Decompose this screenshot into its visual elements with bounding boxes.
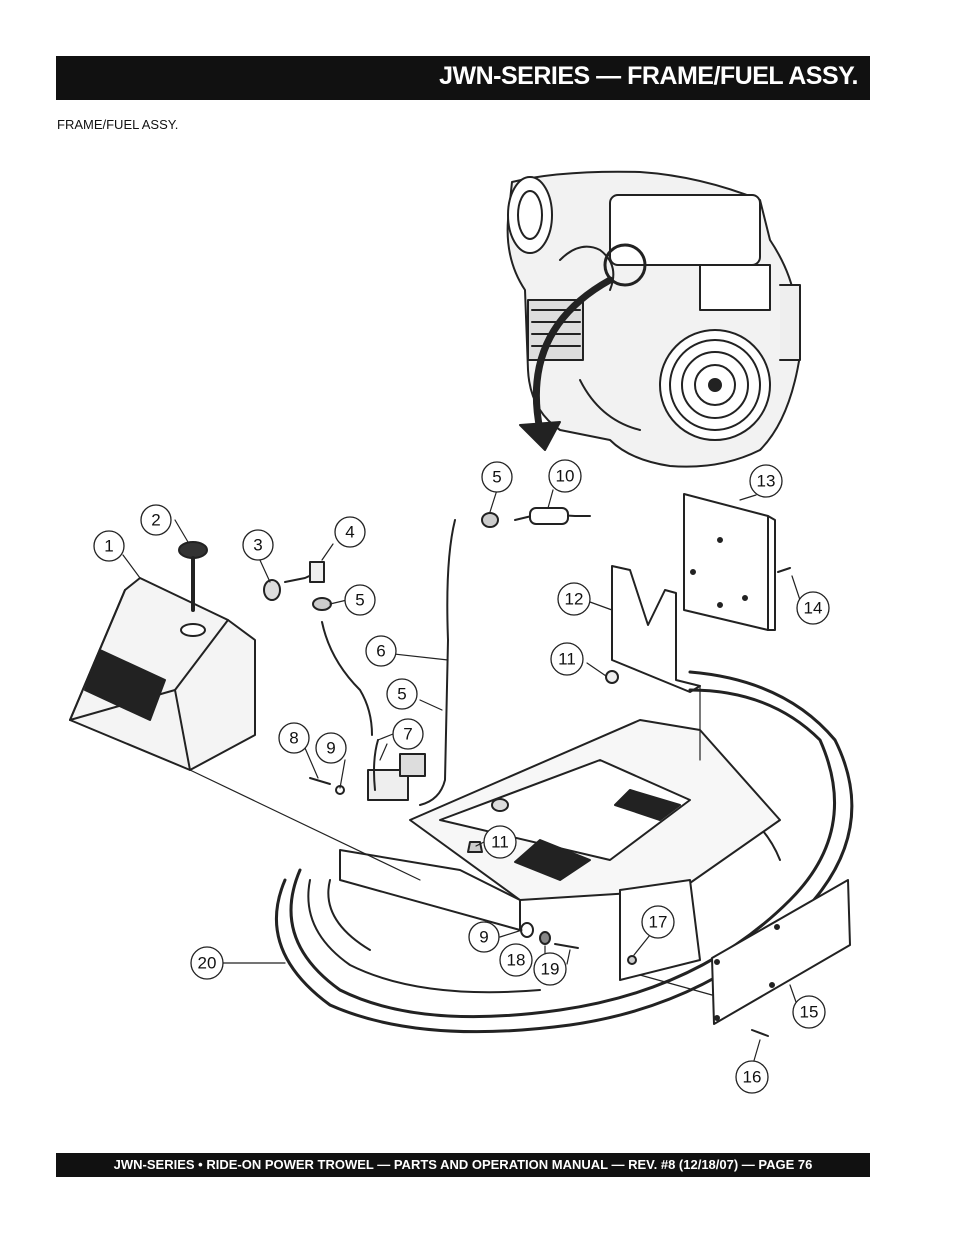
callout-9-circle-a (315, 732, 347, 764)
callout-9-circle-b (468, 921, 500, 953)
callout-4-circle (334, 516, 366, 548)
page-title: JWN-SERIES — FRAME/FUEL ASSY. (439, 62, 858, 90)
callout-3: 3 (253, 536, 262, 555)
callout-6: 6 (376, 642, 385, 661)
arrow-indicator (532, 276, 614, 434)
callout-20: 20 (198, 954, 217, 973)
callout-14-circle (796, 591, 830, 625)
callout-16: 16 (743, 1068, 762, 1087)
callout-13: 13 (757, 472, 776, 491)
callout-15-circle (792, 995, 826, 1029)
callout-12: 12 (565, 590, 584, 609)
callout-2: 2 (151, 511, 160, 530)
callout-11a: 11 (558, 650, 576, 669)
callout-5c: 5 (397, 685, 406, 704)
callout-3-circle (242, 529, 274, 561)
callout-14: 14 (804, 599, 823, 618)
engine-illustration (506, 170, 801, 468)
fuel-cap-illustration (178, 541, 208, 612)
callout-12-circle (557, 582, 591, 616)
callout-5-circle-a (481, 461, 513, 493)
callout-5-circle-c (386, 678, 418, 710)
callout-10: 10 (556, 467, 575, 486)
bracket-illustration (611, 565, 701, 693)
callout-5-circle-b (344, 584, 376, 616)
callout-19: 19 (541, 960, 560, 979)
callout-18: 18 (507, 951, 526, 970)
callout-5b: 5 (355, 591, 364, 610)
figure-caption: FRAME/FUEL ASSY. (57, 117, 179, 132)
callout-11b: 11 (491, 833, 509, 852)
callout-1-circle (93, 530, 125, 562)
cover-plate-illustration (711, 879, 851, 1025)
page-header-bar: JWN-SERIES — FRAME/FUEL ASSY. (56, 56, 870, 100)
callout-7-circle (392, 718, 424, 750)
callout-9a: 9 (326, 739, 335, 758)
callout-2-circle (140, 504, 172, 536)
page-footer: JWN-SERIES • RIDE-ON POWER TROWEL — PART… (113, 1157, 813, 1172)
callout-15: 15 (800, 1003, 819, 1022)
plate-illustration (683, 493, 769, 631)
callout-10-circle (548, 459, 582, 493)
callout-5a: 5 (492, 468, 501, 487)
callout-1: 1 (104, 537, 113, 556)
callout-11-circle-a (550, 642, 584, 676)
callout-18-circle (499, 943, 533, 977)
callout-9b: 9 (479, 928, 488, 947)
page-footer-bar: JWN-SERIES • RIDE-ON POWER TROWEL — PART… (56, 1153, 870, 1177)
callout-8: 8 (289, 729, 298, 748)
callout-17-circle (641, 905, 675, 939)
callout-19-circle (533, 952, 567, 986)
callout-6-circle (365, 635, 397, 667)
callout-20-circle (190, 946, 224, 980)
callout-16-circle (735, 1060, 769, 1094)
callout-8-circle (278, 722, 310, 754)
callout-4: 4 (345, 523, 354, 542)
callout-17: 17 (649, 913, 668, 932)
fuel-tank-illustration (69, 577, 256, 771)
frame-illustration (274, 670, 854, 1034)
callout-7: 7 (403, 725, 412, 744)
callout-13-circle (749, 464, 783, 498)
callout-11-circle-b (483, 825, 517, 859)
